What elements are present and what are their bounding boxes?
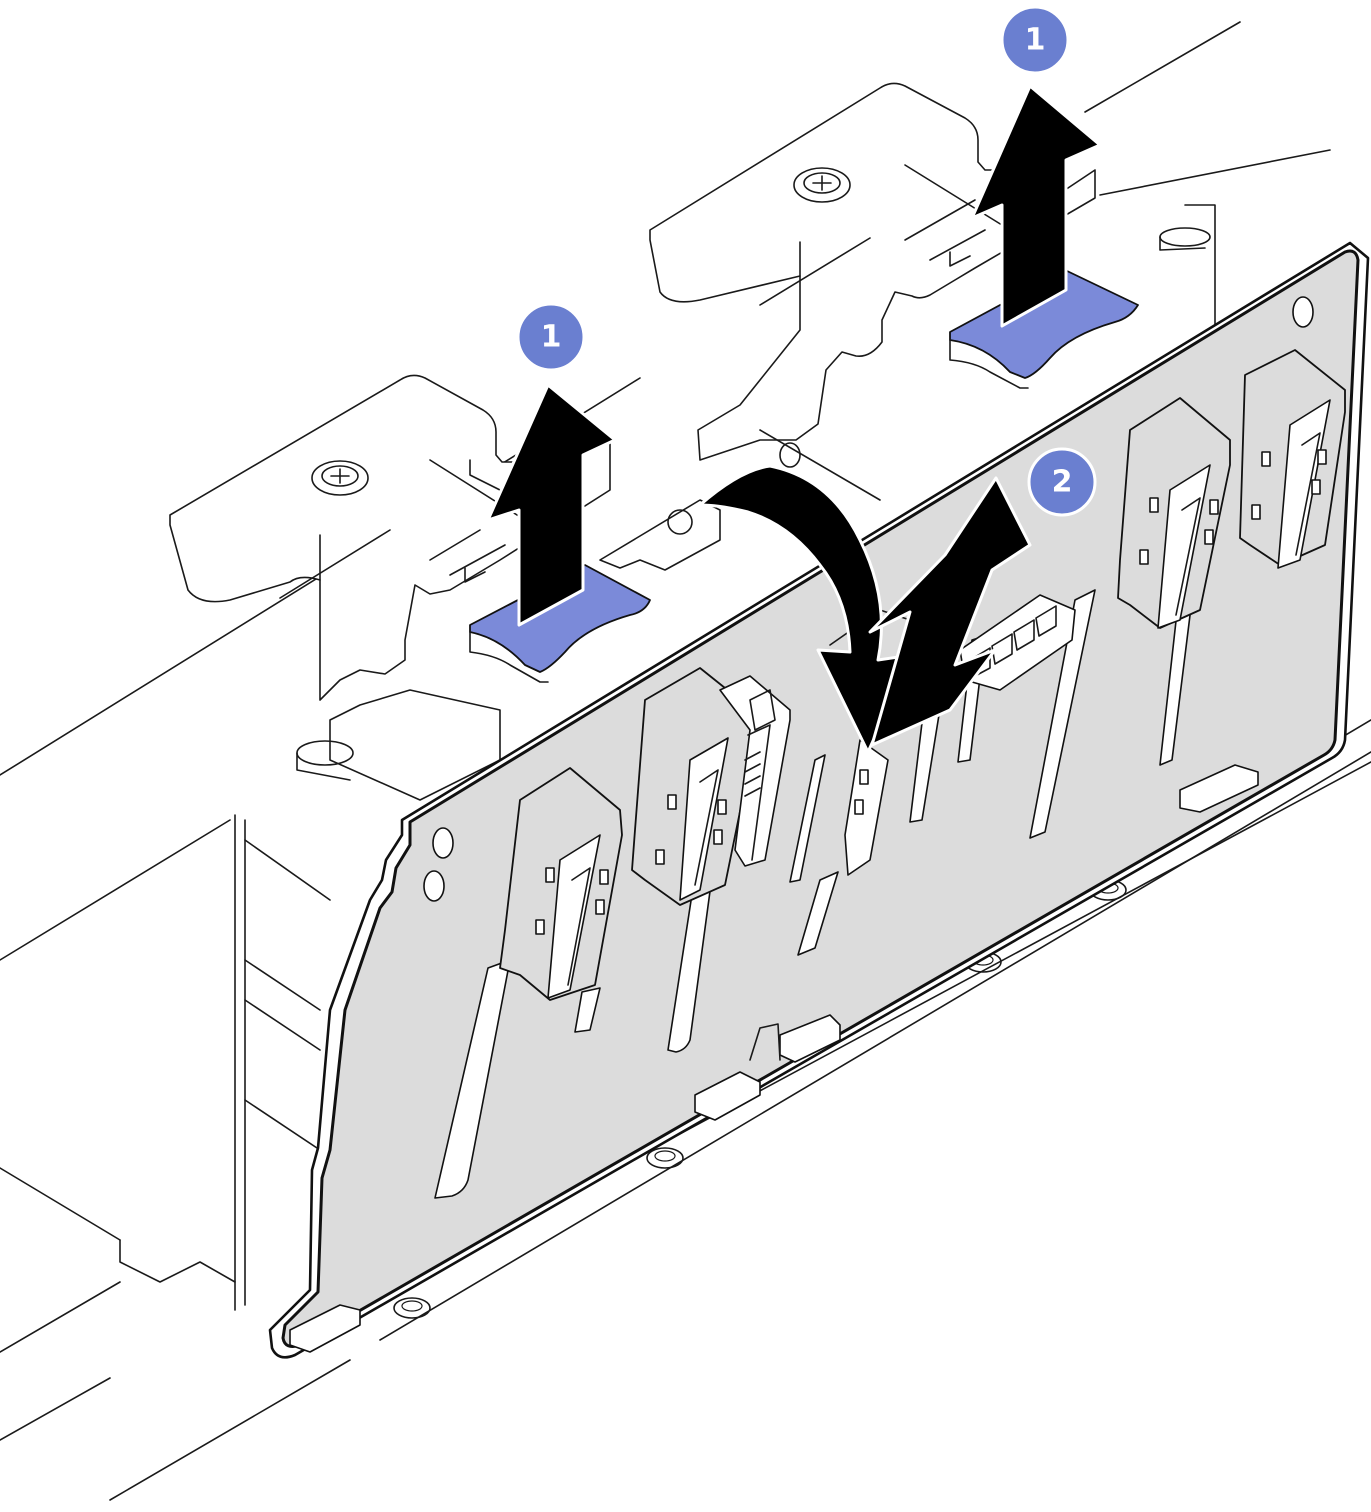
board-clips [289, 764, 1259, 1353]
rotate-arrow-icon [698, 464, 914, 754]
callout-step-2: 2 [1027, 447, 1097, 517]
drive-cage-left [169, 374, 611, 701]
up-arrow-icon [486, 383, 617, 627]
callout-step-1-left: 1 [516, 302, 586, 372]
callout-label: 2 [1052, 465, 1073, 500]
lift-arrow-icon [868, 476, 1032, 747]
power-connector [829, 594, 1076, 876]
signal-connector [719, 675, 791, 867]
drive-connector [1117, 397, 1231, 629]
drive-connector [1239, 349, 1346, 569]
callout-label: 1 [541, 320, 562, 355]
screw-icon [793, 167, 851, 203]
latch-right[interactable] [949, 269, 1139, 389]
callout-step-1-right: 1 [1000, 5, 1070, 75]
up-arrow-icon [970, 84, 1102, 328]
drive-cage-right [649, 82, 1211, 461]
screw-icon [311, 460, 369, 496]
cage-connector [296, 429, 881, 801]
callout-label: 1 [1025, 23, 1046, 58]
drive-connector [499, 767, 623, 1033]
latch-left[interactable] [469, 564, 651, 683]
drive-connector [631, 667, 756, 906]
